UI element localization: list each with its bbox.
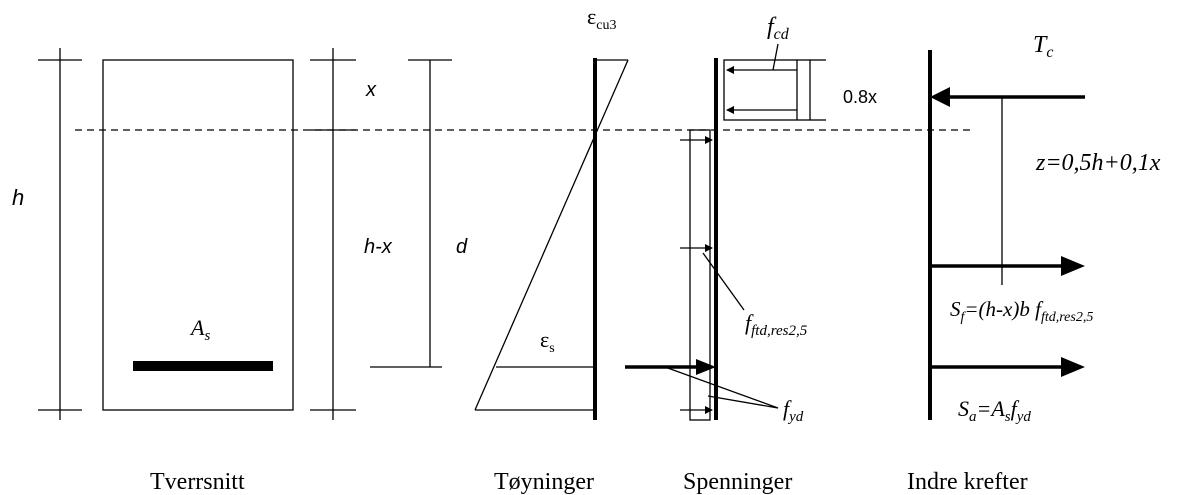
fyd-leader-line-1 xyxy=(664,366,779,409)
label-eps-s: εs xyxy=(540,327,555,356)
section-outline xyxy=(102,59,294,411)
label-As: As xyxy=(189,315,210,344)
strain-diagram-group xyxy=(474,58,629,420)
label-z: z=0,5h+0,1x xyxy=(1035,150,1161,176)
label-Tc: Tc xyxy=(1033,32,1053,61)
label-Sf: Sf=(h-x)b fftd,res2,5 xyxy=(950,297,1093,325)
fftd-leader-line xyxy=(702,252,745,311)
strain-profile-line xyxy=(474,59,629,411)
steel-force-arrow-head xyxy=(696,359,716,375)
label-h: h xyxy=(12,185,24,210)
caption-strains: Tøyninger xyxy=(494,469,594,495)
fyd-leader-line-2 xyxy=(707,395,779,409)
caption-stresses: Spenninger xyxy=(683,469,792,495)
label-Sa: Sa=Asfyd xyxy=(958,396,1031,425)
label-fyd: fyd xyxy=(783,396,804,425)
sf-arrow-head xyxy=(1061,256,1085,276)
label-x: x xyxy=(365,79,377,101)
sa-arrow-head xyxy=(1061,357,1085,377)
fibre-stress-block xyxy=(689,129,711,421)
reinforcement-bar xyxy=(133,361,273,371)
label-h-x: h-x xyxy=(364,236,393,258)
caption-cross-section: Tverrsnitt xyxy=(150,469,245,495)
label-block-depth: 0.8x xyxy=(843,87,877,107)
cross-section-group xyxy=(38,48,452,420)
compression-block xyxy=(723,59,811,121)
tc-arrow-head xyxy=(930,87,950,107)
fcd-leader-line xyxy=(772,43,779,71)
label-eps-cu3: εcu3 xyxy=(587,4,616,33)
stress-diagram-group xyxy=(625,43,826,421)
forces-group xyxy=(928,50,1085,420)
label-fcd: fcd xyxy=(767,14,790,43)
caption-internal-forces: Indre krefter xyxy=(907,469,1028,495)
label-fftd: fftd,res2,5 xyxy=(745,310,808,339)
label-d: d xyxy=(456,236,468,258)
